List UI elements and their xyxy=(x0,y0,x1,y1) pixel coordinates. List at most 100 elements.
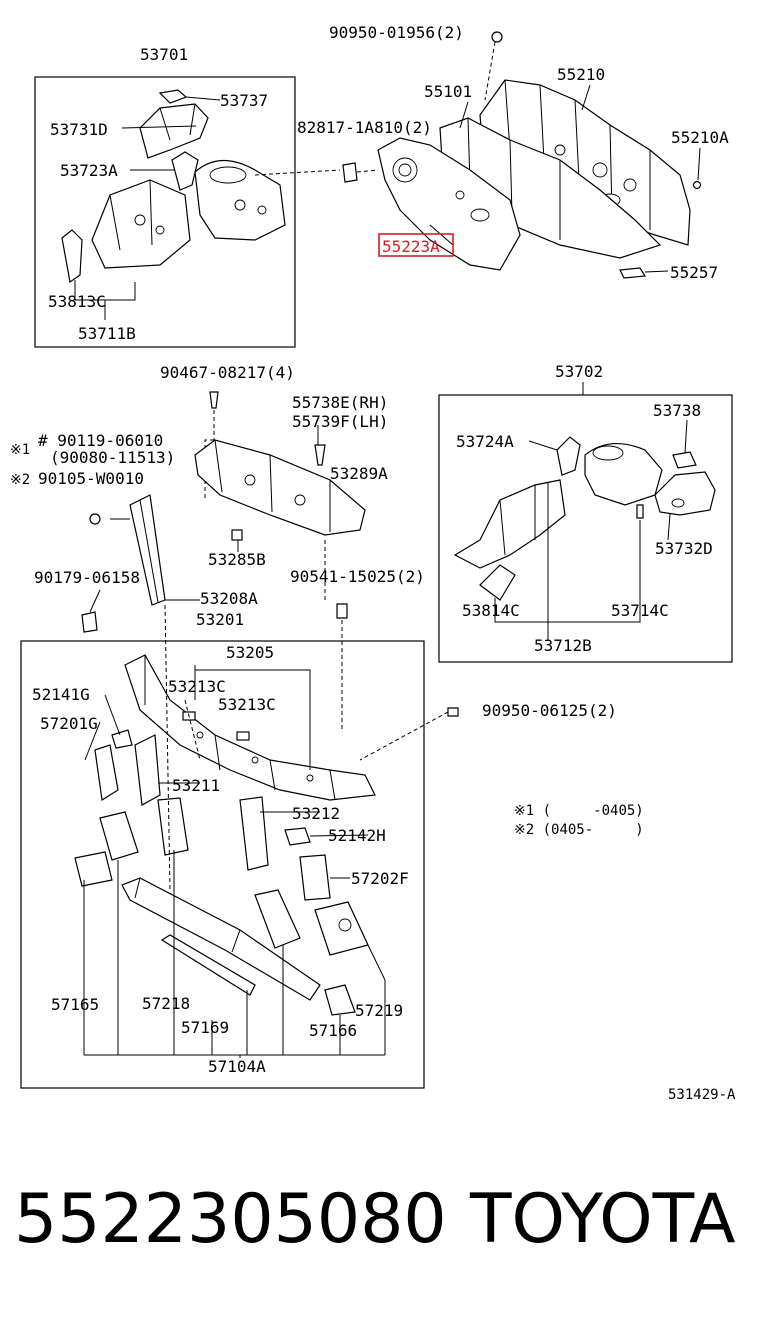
part-57165 xyxy=(74,851,113,887)
label-53205: 53205 xyxy=(226,643,274,662)
label-57218: 57218 xyxy=(142,994,190,1013)
label-53737: 53737 xyxy=(220,91,268,110)
group-box-53701 xyxy=(34,76,296,348)
label-53208A: 53208A xyxy=(200,589,258,608)
part-90950-06125 xyxy=(447,707,459,717)
group-box-53201 xyxy=(20,640,425,1089)
label-note-2: ※2 (0405- ) xyxy=(514,822,644,838)
label-57202F: 57202F xyxy=(351,869,409,888)
label-note-marker-2: ※2 xyxy=(10,472,30,488)
part-53213C-right xyxy=(236,731,250,741)
label-57166: 57166 xyxy=(309,1021,357,1040)
label-53712B: 53712B xyxy=(534,636,592,655)
label-53201: 53201 xyxy=(196,610,244,629)
label-55223A-highlighted[interactable]: 55223A xyxy=(382,237,440,256)
label-53731D: 53731D xyxy=(50,120,108,139)
label-53702: 53702 xyxy=(555,362,603,381)
part-53714C xyxy=(636,504,644,519)
label-53714C: 53714C xyxy=(611,601,669,620)
label-82817-1A810: 82817-1A810(2) xyxy=(297,118,432,137)
group-53701-parts xyxy=(61,89,286,320)
part-55257 xyxy=(619,267,647,279)
label-55739F: 55739F(LH) xyxy=(292,412,388,431)
part-53737 xyxy=(158,89,188,104)
part-90467-08217 xyxy=(209,391,219,409)
label-53723A: 53723A xyxy=(60,161,118,180)
part-57104A-lower-crossmember xyxy=(121,877,321,1001)
label-57165: 57165 xyxy=(51,995,99,1014)
label-57104A: 57104A xyxy=(208,1057,266,1076)
label-90105-W0010: 90105-W0010 xyxy=(38,469,144,488)
part-90179-06158 xyxy=(81,611,98,633)
label-diagram-ref: 531429-A xyxy=(668,1087,736,1103)
highlight-box-55223A xyxy=(378,233,454,257)
label-note-marker-1: ※1 xyxy=(10,442,30,458)
part-55738E-hook xyxy=(314,444,326,466)
part-53738 xyxy=(672,451,697,469)
part-82817-1A810 xyxy=(342,162,358,183)
label-53738: 53738 xyxy=(653,401,701,420)
part-53712B-apron xyxy=(453,479,566,569)
part-bracket-left-mid xyxy=(157,797,189,856)
label-55210A: 55210A xyxy=(671,128,729,147)
label-53724A: 53724A xyxy=(456,432,514,451)
group-53201-parts xyxy=(74,604,459,1058)
part-53211 xyxy=(134,734,161,806)
label-57219: 57219 xyxy=(355,1001,403,1020)
label-90950-01956: 90950-01956(2) xyxy=(329,23,464,42)
label-53813C: 53813C xyxy=(48,292,106,311)
part-57169 xyxy=(254,889,301,949)
label-53212: 53212 xyxy=(292,804,340,823)
dash-panel-parts xyxy=(254,31,702,279)
part-52142H xyxy=(284,827,311,846)
label-53732D: 53732D xyxy=(655,539,713,558)
part-53205-upper-crossmember xyxy=(124,654,376,801)
part-53289A xyxy=(194,439,366,536)
label-53701: 53701 xyxy=(140,45,188,64)
label-55257: 55257 xyxy=(670,263,718,282)
part-53208A-brace xyxy=(129,494,166,606)
part-90541-15025 xyxy=(336,603,348,619)
label-52141G: 52141G xyxy=(32,685,90,704)
part-53212 xyxy=(239,796,269,871)
part-53285B xyxy=(231,529,243,541)
part-57201G xyxy=(94,744,119,801)
label-90467-08217: 90467-08217(4) xyxy=(160,363,295,382)
label-90541-15025: 90541-15025(2) xyxy=(290,567,425,586)
label-55101: 55101 xyxy=(424,82,472,101)
part-57166 xyxy=(324,984,356,1016)
part-53731D xyxy=(139,103,209,159)
part-53723A xyxy=(171,151,199,191)
label-55210: 55210 xyxy=(557,65,605,84)
label-90179-06158: 90179-06158 xyxy=(34,568,140,587)
part-52141G xyxy=(111,729,133,749)
label-53289A: 53289A xyxy=(330,464,388,483)
part-57202F xyxy=(299,854,331,901)
radiator-support-upper-parts xyxy=(81,391,366,730)
label-55738E: 55738E(RH) xyxy=(292,393,388,412)
part-53732D xyxy=(654,471,716,516)
label-52142H: 52142H xyxy=(328,826,386,845)
label-53211: 53211 xyxy=(172,776,220,795)
part-90105-W0010 xyxy=(89,513,101,525)
label-53285B: 53285B xyxy=(208,550,266,569)
label-53814C: 53814C xyxy=(462,601,520,620)
part-90950-01956 xyxy=(491,31,503,43)
part-53814C xyxy=(479,564,516,601)
part-labels: 90950-01956(2) 53701 53737 53731D 53723A… xyxy=(10,23,736,1103)
group-53702-parts xyxy=(453,382,716,640)
label-90950-06125: 90950-06125(2) xyxy=(482,701,617,720)
part-57218 xyxy=(160,934,256,996)
part-bracket-left-upper xyxy=(99,811,139,861)
label-57169: 57169 xyxy=(181,1018,229,1037)
label-53711B: 53711B xyxy=(78,324,136,343)
part-55210A xyxy=(692,180,702,190)
label-53213C-2: 53213C xyxy=(218,695,276,714)
label-90119-06010: # 90119-06010 xyxy=(38,431,163,450)
caption-part-number: 5522305080 xyxy=(14,1180,447,1259)
part-53813C xyxy=(61,229,83,284)
label-57201G: 57201G xyxy=(40,714,98,733)
label-53213C-1: 53213C xyxy=(168,677,226,696)
